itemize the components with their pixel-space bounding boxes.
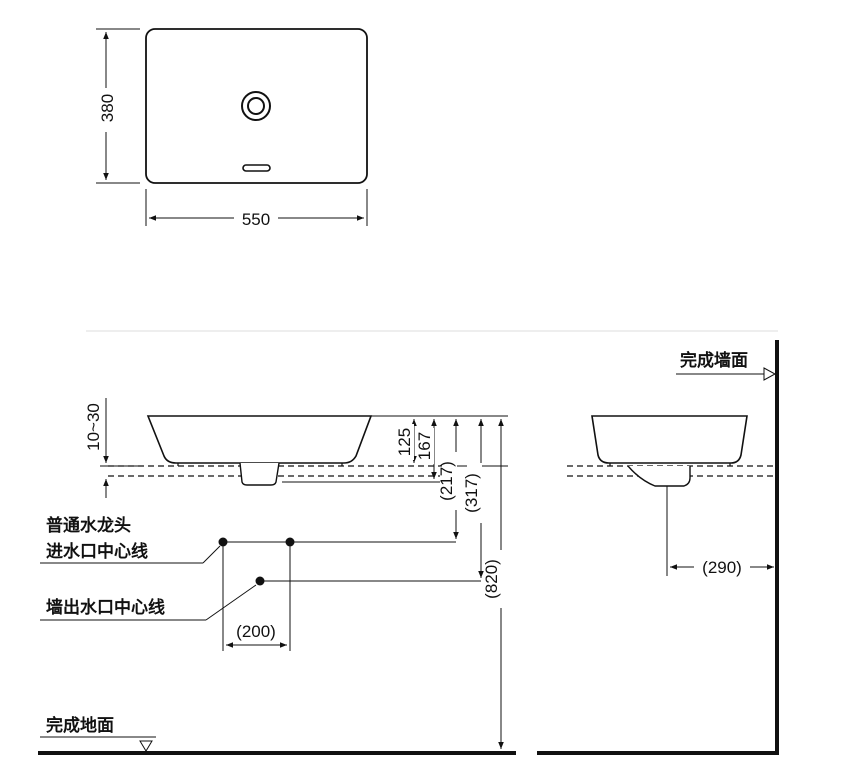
wall-outlet-label: 墙出水口中心线 (46, 597, 165, 618)
basin-end-profile (591, 415, 748, 464)
inlet-spacing-label: (200) (236, 622, 276, 641)
basin-height-label: 125 (395, 428, 414, 456)
faucet-inlet-height-label: (217) (437, 461, 456, 501)
end-view: 完成墙面 (290) (537, 340, 779, 755)
end-drain-body (627, 465, 691, 487)
wall-outlet-height-label: (317) (462, 473, 481, 513)
drain-body (239, 462, 280, 486)
wall-distance-label: (290) (702, 558, 742, 577)
wall-label: 完成墙面 (680, 350, 748, 371)
width-label: 550 (242, 210, 270, 229)
top-view: 380 550 (96, 28, 368, 230)
basin-side-profile (146, 415, 373, 464)
faucet-inlet-label-line1: 普通水龙头 (46, 515, 131, 536)
overall-height-label: 167 (415, 432, 434, 460)
floor-label: 完成地面 (46, 715, 114, 736)
overflow-slot (242, 164, 271, 172)
side-view: 10~30 125 167 (217) (317) (820) (38, 330, 778, 755)
counter-height-label: (820) (482, 559, 501, 599)
depth-label: 380 (98, 94, 117, 122)
basin-top-outline (145, 28, 368, 184)
faucet-inlet-label-line2: 进水口中心线 (46, 541, 148, 562)
floor-marker-icon (139, 740, 153, 752)
rim-adjust-label: 10~30 (84, 403, 103, 451)
wall-marker-icon (763, 367, 777, 381)
drain-icon (241, 91, 271, 121)
